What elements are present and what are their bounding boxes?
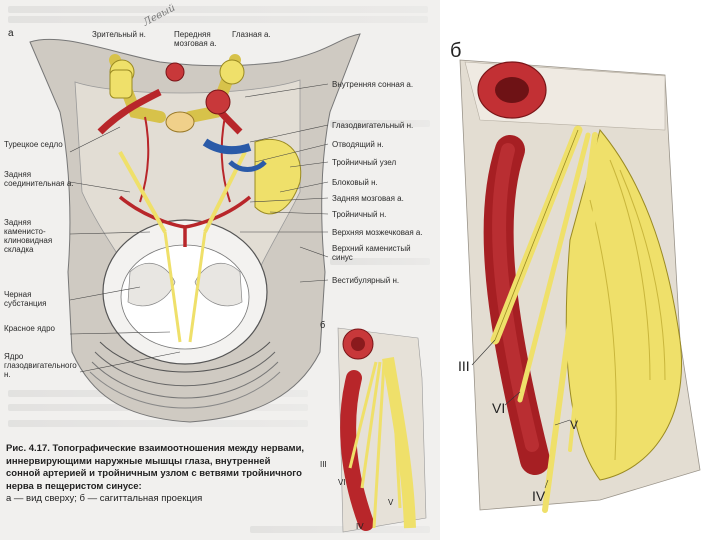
figure-title: Топографические взаимоотношения между не… — [6, 443, 305, 492]
label-oculomotor-nerve: Глазодвигательный н. — [332, 121, 414, 130]
panel-b-big-label-iii: III — [458, 358, 470, 374]
label-sella-turcica: Турецкое седло — [4, 140, 63, 149]
panel-a-letter: а — [8, 28, 14, 39]
label-optic-nerve: Зрительный н. — [92, 30, 146, 39]
label-substantia-nigra: Черная субстанция — [4, 290, 47, 308]
label-abducens-nerve: Отводящий н. — [332, 140, 384, 149]
label-superior-cerebellar-artery: Верхняя мозжечковая а. — [332, 228, 423, 237]
figure-number: Рис. 4.17. — [6, 443, 50, 454]
panel-a-illustration: а Зрительный н. Передняя мозговая а. Гла… — [0, 22, 440, 432]
label-trigeminal-nerve: Тройничный н. — [332, 210, 387, 219]
panel-b-big-label-v: V — [570, 418, 579, 432]
label-red-nucleus: Красное ядро — [4, 324, 55, 333]
panel-b-small-label-v: V — [388, 498, 394, 507]
panel-b-big-illustration: б III VI V IV — [450, 40, 712, 540]
panel-b-big-letter: б — [450, 40, 462, 62]
label-posterior-petroclinoid-fold: Задняя каменисто-клиновидная складка — [4, 218, 53, 254]
figure-caption: Рис. 4.17. Топографические взаимоотношен… — [6, 443, 306, 506]
label-posterior-cerebral-artery: Задняя мозговая а. — [332, 194, 404, 203]
panel-b-big-drawing — [459, 59, 701, 513]
panel-b-small-label-iii: III — [320, 460, 327, 469]
label-oculomotor-nucleus: Ядро глазодвигательного н. — [4, 352, 77, 379]
panel-b-big-label-iv: IV — [532, 488, 546, 504]
label-trigeminal-ganglion: Тройничный узел — [332, 158, 397, 167]
label-superior-petrosal-sinus: Верхний каменистый синус — [332, 244, 411, 262]
panel-b-small-illustration: б III VI V IV — [318, 318, 430, 534]
label-anterior-cerebral-artery: Передняя мозговая а. — [174, 30, 217, 48]
figure-legend: а — вид сверху; б — сагиттальная проекци… — [6, 493, 203, 504]
panel-a-drawing — [29, 33, 361, 423]
panel-b-big-label-vi: VI — [492, 400, 506, 416]
label-vestibular-nerve: Вестибулярный н. — [332, 276, 400, 285]
label-internal-carotid-artery: Внутренняя сонная а. — [332, 80, 414, 89]
panel-b-small-drawing — [337, 327, 427, 533]
label-ophthalmic-artery: Глазная а. — [232, 30, 271, 39]
label-trochlear-nerve: Блоковый н. — [332, 178, 378, 187]
panel-b-small-label-vi: VI — [338, 478, 346, 487]
label-posterior-communicating-artery: Задняя соединительная а. — [4, 170, 74, 188]
panel-b-small-letter: б — [320, 320, 326, 330]
panel-b-small-label-iv: IV — [356, 522, 364, 531]
